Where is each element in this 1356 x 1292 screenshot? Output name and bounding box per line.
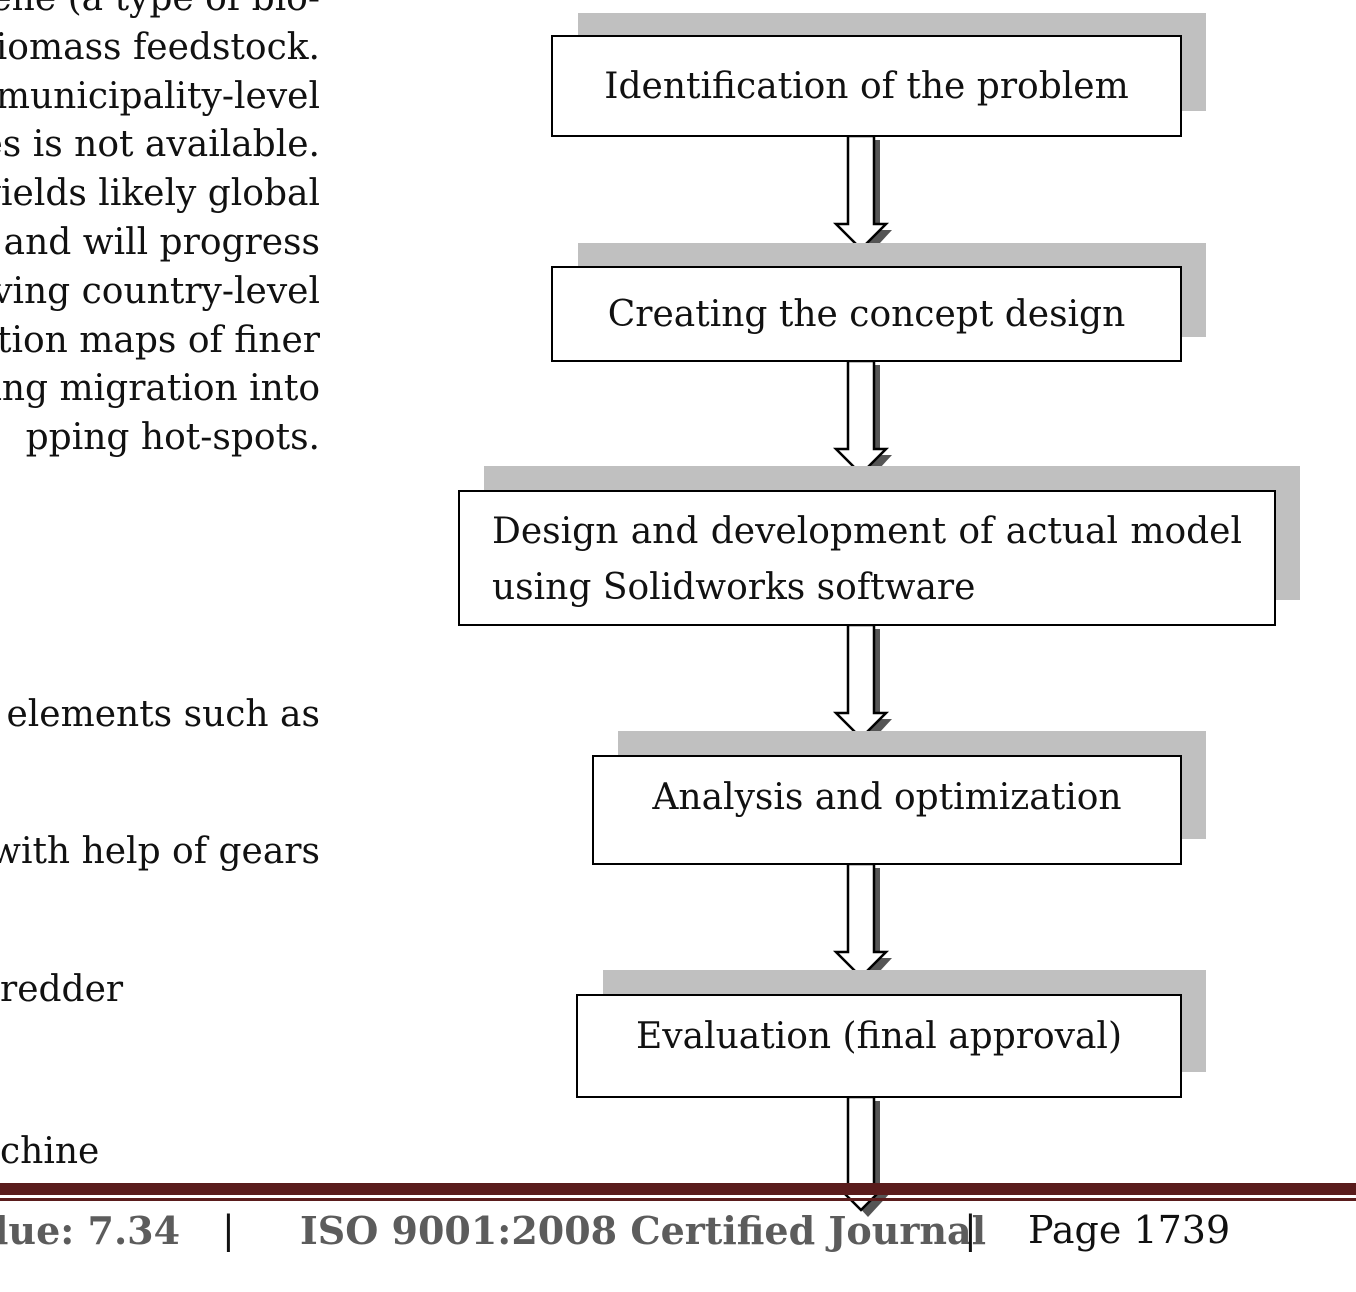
footer-separator: | (964, 1208, 977, 1252)
paragraph-line: ving country-level (0, 270, 320, 312)
down-arrow-icon (832, 864, 892, 984)
step-label: Design and development of actual model u… (492, 511, 1242, 608)
footer-separator: | (222, 1208, 235, 1252)
flow-step-evaluation: Evaluation (final approval) (576, 994, 1182, 1098)
paragraph-line: municipality-level (0, 75, 320, 117)
step-label: Identification of the problem (604, 65, 1129, 107)
paragraph-line: yields likely global (0, 173, 320, 215)
paragraph-line: biomass feedstock. (0, 26, 320, 68)
text-fragment: elements such as (6, 694, 320, 735)
down-arrow-icon (832, 361, 892, 481)
paragraph-line: kes is not available. (0, 124, 320, 166)
step-label: Creating the concept design (607, 293, 1126, 335)
paragraph-line: lene (a type of bio- (0, 0, 320, 24)
certification-text: ISO 9001:2008 Certified Journal (300, 1208, 987, 1253)
down-arrow-icon (832, 1097, 892, 1217)
paragraph-line: and will progress (3, 221, 320, 263)
flow-step-identification: Identification of the problem (551, 35, 1182, 137)
text-fragment: with help of gears (0, 831, 320, 872)
flow-step-concept-design: Creating the concept design (551, 266, 1182, 362)
flow-step-analysis: Analysis and optimization (592, 755, 1182, 865)
text-fragment: redder (0, 969, 124, 1010)
footer-rule-thin (0, 1198, 1356, 1201)
body-paragraph: lene (a type of bio- biomass feedstock. … (0, 0, 320, 463)
step-label: Evaluation (final approval) (636, 1016, 1122, 1057)
flow-step-design-development: Design and development of actual model u… (458, 490, 1276, 626)
footer-rule-thick (0, 1183, 1356, 1195)
page-number: Page 1739 (1028, 1208, 1231, 1252)
paragraph-line: ation maps of finer (0, 319, 320, 361)
step-label: Analysis and optimization (652, 777, 1122, 818)
down-arrow-icon (832, 625, 892, 745)
text-fragment: chine (0, 1131, 100, 1172)
paragraph-line: ing migration into (0, 368, 320, 410)
paragraph-line: pping hot-spots. (25, 417, 320, 459)
down-arrow-icon (832, 136, 892, 256)
impact-factor: lue: 7.34 (0, 1208, 181, 1253)
